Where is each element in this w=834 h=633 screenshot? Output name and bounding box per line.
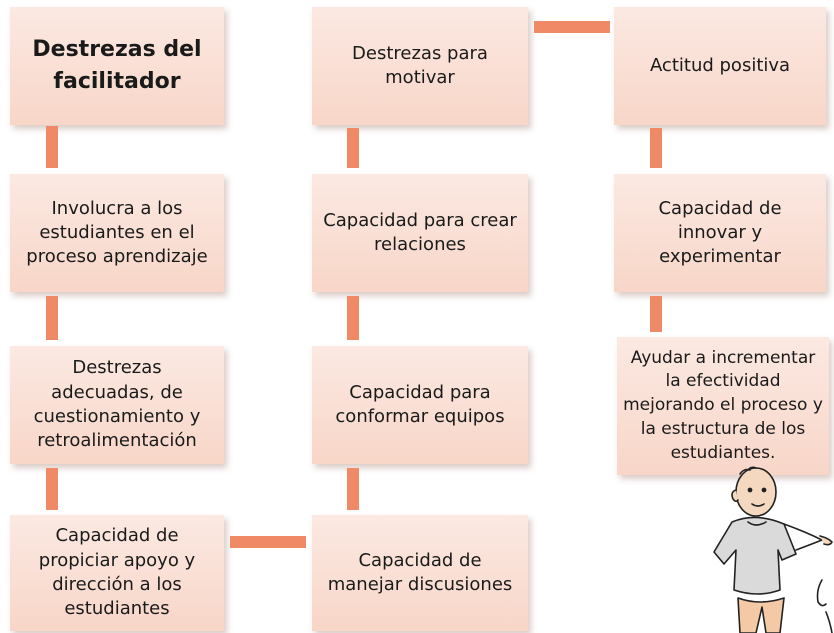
connector-col1-3: [46, 468, 58, 510]
connector-apoyo-discusiones: [230, 536, 306, 548]
connector-col2-1: [347, 128, 359, 168]
bald-man-cartoon-icon: [713, 466, 833, 633]
connector-col1-2: [46, 296, 58, 340]
box-involucra-estudiantes: Involucra a los estudiantes en el proces…: [10, 174, 224, 292]
box-propiciar-apoyo: Capacidad de propiciar apoyo y dirección…: [10, 515, 224, 631]
connector-col2-3: [347, 468, 359, 510]
box-innovar-experimentar: Capacidad de innovar y experimentar: [614, 174, 826, 292]
connector-col3-1: [650, 128, 662, 168]
box-manejar-discusiones: Capacidad de manejar discusiones: [312, 515, 528, 631]
connector-col3-2: [650, 296, 662, 332]
connector-col2-2: [347, 296, 359, 340]
box-crear-relaciones: Capacidad para crear relaciones: [312, 174, 528, 292]
box-destrezas-para-motivar: Destrezas para motivar: [312, 7, 528, 125]
box-actitud-positiva: Actitud positiva: [614, 7, 826, 125]
box-destrezas-del-facilitador: Destrezas del facilitador: [10, 7, 224, 125]
connector-motivar-actitud: [534, 21, 610, 33]
box-destrezas-adecuadas: Destrezas adecuadas, de cuestionamiento …: [10, 346, 224, 464]
box-incrementar-efectividad: Ayudar a incrementar la efectividad mejo…: [617, 337, 829, 475]
connector-col1-1: [46, 126, 58, 168]
box-conformar-equipos: Capacidad para conformar equipos: [312, 346, 528, 464]
